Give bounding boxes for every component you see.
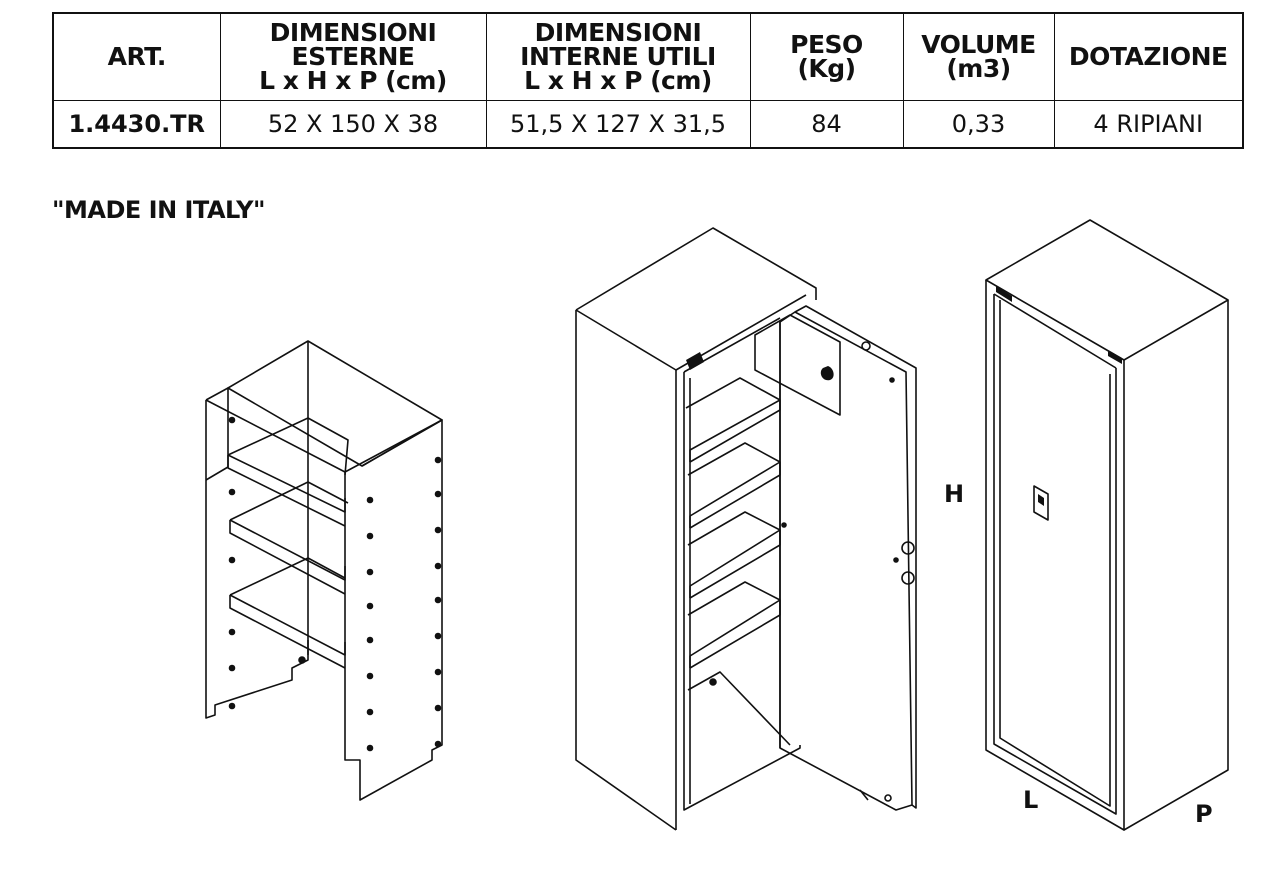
cell-volume: 0,33 — [902, 100, 1055, 149]
spec-header-row: ART. DIMENSIONI ESTERNE L x H x P (cm) D… — [52, 12, 1244, 101]
dimension-label-depth: P — [1195, 800, 1213, 828]
dimension-label-width: L — [1023, 786, 1039, 814]
header-volume: VOLUME (m3) — [902, 12, 1055, 101]
closed-safe-drawing-icon — [985, 219, 1229, 831]
header-ext-dimensions: DIMENSIONI ESTERNE L x H x P (cm) — [219, 12, 487, 101]
cell-equipment: 4 RIPIANI — [1053, 100, 1244, 149]
cell-ext-dimensions: 52 X 150 X 38 — [219, 100, 487, 149]
cell-int-dimensions: 51,5 X 127 X 31,5 — [485, 100, 751, 149]
shelf-insert-drawing-icon — [205, 340, 443, 801]
cell-art: 1.4430.TR — [52, 100, 221, 149]
header-int-dimensions: DIMENSIONI INTERNE UTILI L x H x P (cm) — [485, 12, 751, 101]
open-safe-drawing-icon — [575, 227, 917, 831]
cell-weight: 84 — [749, 100, 904, 149]
header-weight: PESO (Kg) — [749, 12, 904, 101]
made-in-italy-label: "MADE IN ITALY" — [52, 196, 265, 224]
dimension-label-height: H — [944, 480, 965, 508]
table-row: 1.4430.TR 52 X 150 X 38 51,5 X 127 X 31,… — [52, 100, 1244, 149]
header-art: ART. — [52, 12, 221, 101]
header-equipment: DOTAZIONE — [1053, 12, 1244, 101]
spec-table: ART. DIMENSIONI ESTERNE L x H x P (cm) D… — [52, 12, 1244, 149]
